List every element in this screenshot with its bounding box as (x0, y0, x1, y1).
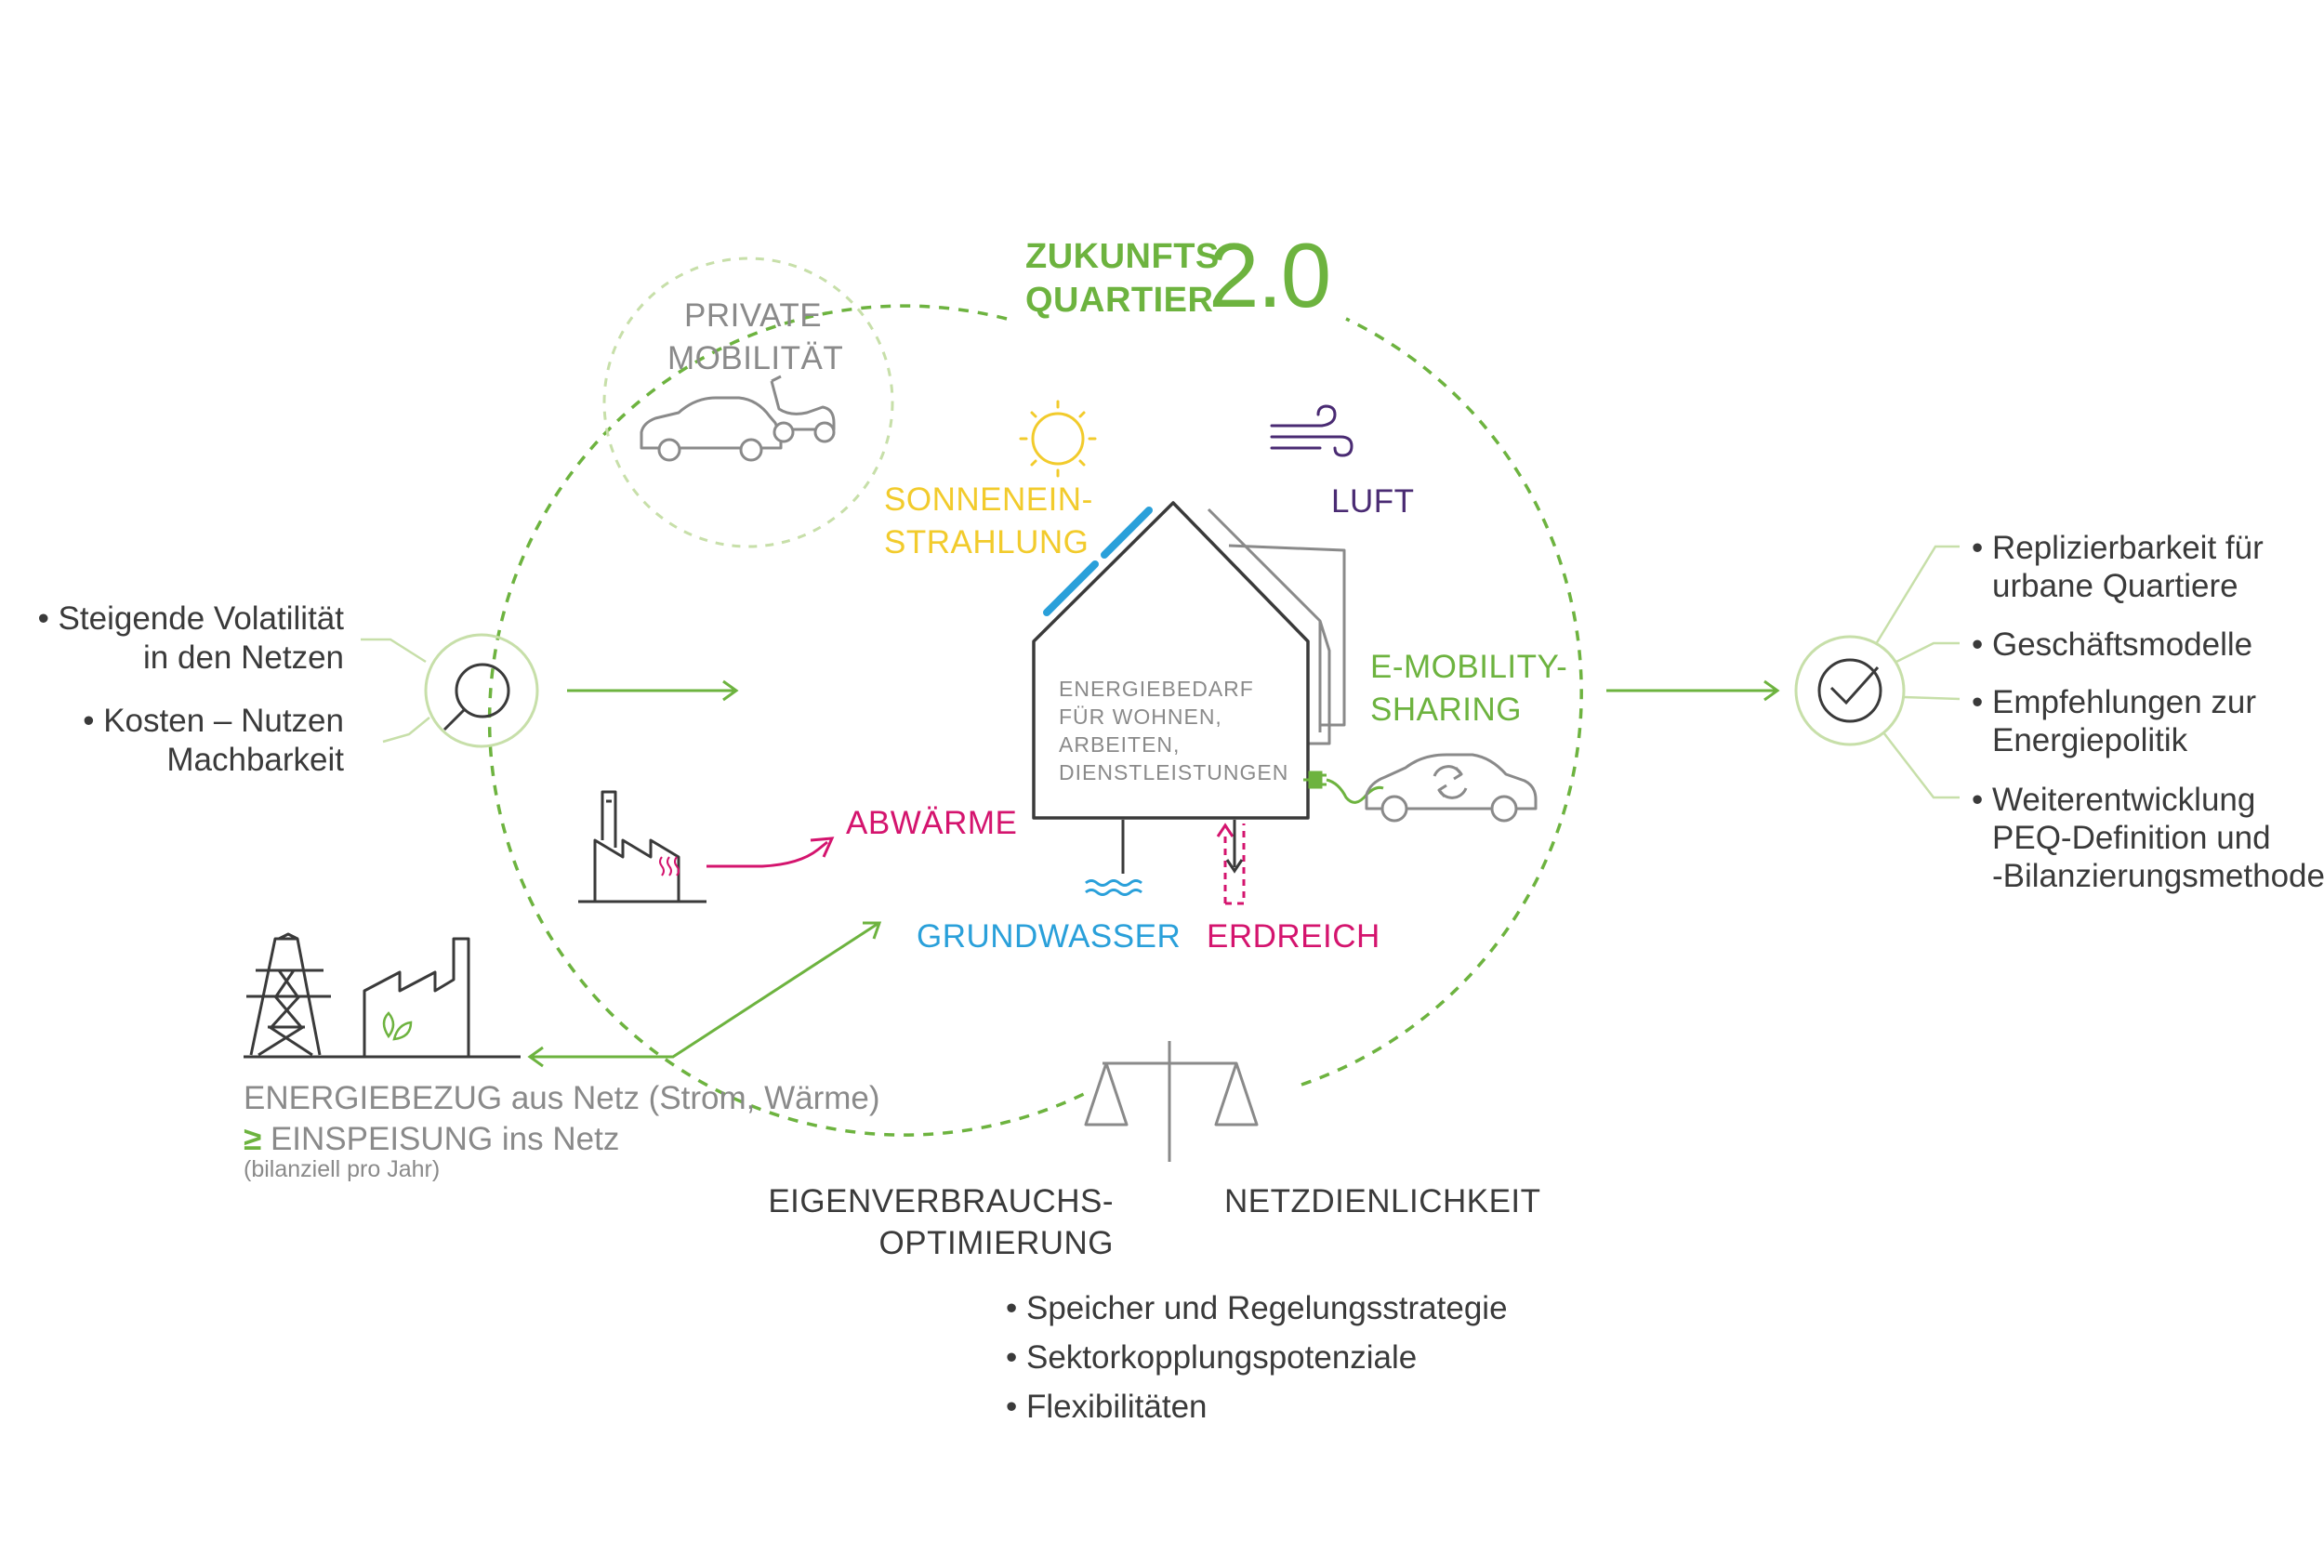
house-text-line4: DIENSTLEISTUNGEN (1059, 760, 1289, 784)
scooter-icon (770, 375, 836, 443)
grid-line2: ≥ EINSPEISUNG ins Netz (244, 1123, 619, 1155)
question-connector-bottom (382, 717, 430, 744)
green-factory-icon (363, 937, 470, 1056)
checkmark-icon (1817, 658, 1882, 723)
balance-item-1: • Speicher und Regelungsstrategie (1006, 1290, 1508, 1326)
water-icon (1085, 879, 1142, 896)
private-mobility-line2: MOBILITÄT (667, 340, 844, 376)
grid-feed-in-text: EINSPEISUNG ins Netz (270, 1121, 620, 1157)
soil-label: ERDREICH (1207, 918, 1380, 955)
grid-line1: ENERGIEBEZUG aus Netz (Strom, Wärme) (244, 1080, 880, 1116)
grid-arrowhead-left (527, 1046, 544, 1068)
input-item-2: • Kosten – Nutzen (83, 703, 344, 739)
output-item-1b: urbane Quartiere (1992, 568, 2238, 604)
output-item-4b: PEQ-Definition und (1992, 820, 2271, 856)
scale-icon (1084, 1041, 1259, 1162)
waste-heat-label: ABWÄRME (846, 805, 1018, 841)
heat-icon (659, 856, 680, 876)
emobility-label-line1: E-MOBILITY- (1370, 649, 1568, 685)
output-connectors (1874, 545, 1961, 799)
grid-arrow-line (532, 922, 878, 1059)
check-circle (1794, 635, 1906, 746)
power-pylon-icon (246, 932, 331, 1057)
car-icon (640, 396, 783, 462)
house-text-line2: FÜR WOHNEN, (1059, 705, 1222, 729)
waste-heat-arrowhead (810, 837, 835, 858)
balance-item-3: • Flexibilitäten (1006, 1389, 1208, 1425)
house-main (1032, 501, 1310, 820)
grid-line3: (bilanziell pro Jahr) (244, 1156, 441, 1182)
balance-left-line1: EIGENVERBRAUCHS- (768, 1183, 1114, 1219)
balance-right: NETZDIENLICHKEIT (1224, 1183, 1541, 1219)
output-item-2: • Geschäftsmodelle (1972, 626, 2253, 663)
input-item-2b: Machbarkeit (166, 742, 344, 778)
quarter-circle-right (1301, 317, 1583, 1087)
house-text-line1: ENERGIEBEDARF (1059, 677, 1254, 701)
quarter-circle (487, 304, 1085, 1137)
sun-label-line2: STRAHLUNG (884, 524, 1089, 560)
emobility-label-line2: SHARING (1370, 692, 1522, 728)
question-circle (424, 633, 539, 748)
house-icon (1207, 507, 1346, 745)
wind-icon (1270, 404, 1353, 457)
grid-arrowhead-right (863, 921, 882, 940)
waste-heat-arrow (706, 840, 828, 868)
question-connector-top (361, 638, 427, 664)
output-item-4: • Weiterentwicklung (1972, 782, 2256, 818)
soil-arrows (1216, 820, 1246, 905)
sun-label-line1: SONNENEIN- (884, 481, 1093, 518)
balance-item-2: • Sektorkopplungspotenziale (1006, 1339, 1418, 1376)
title-line1: ZUKUNFTS (1025, 237, 1220, 276)
output-item-1: • Replizierbarkeit für (1972, 530, 2264, 566)
house-text-line3: ARBEITEN, (1059, 732, 1181, 757)
sun-icon (1019, 400, 1097, 478)
solar-panel-icon (1043, 507, 1153, 616)
charging-plug-icon (1303, 771, 1384, 804)
title-line2: QUARTIER (1025, 281, 1214, 320)
factory-icon (578, 790, 706, 903)
input-item-1b: in den Netzen (143, 639, 344, 676)
output-item-4c: -Bilanzierungsmethode (1992, 858, 2324, 894)
title-version: 2.0 (1208, 224, 1331, 326)
balance-left-line2: OPTIMIERUNG (878, 1225, 1114, 1261)
air-label: LUFT (1331, 483, 1415, 520)
groundwater-label: GRUNDWASSER (917, 918, 1182, 955)
output-item-3b: Energiepolitik (1992, 722, 2188, 758)
output-item-3: • Empfehlungen zur (1972, 684, 2257, 720)
question-magnifier-icon (442, 663, 510, 731)
grid-ge-symbol: ≥ (244, 1121, 262, 1157)
input-arrowhead (722, 679, 739, 702)
private-mobility-circle (602, 257, 894, 548)
private-mobility-line1: PRIVATE (684, 297, 823, 334)
sharing-car-icon (1365, 753, 1538, 823)
input-item-1: • Steigende Volatilität (37, 600, 344, 637)
output-arrowhead (1763, 679, 1780, 702)
leaf-icon (382, 1011, 413, 1041)
